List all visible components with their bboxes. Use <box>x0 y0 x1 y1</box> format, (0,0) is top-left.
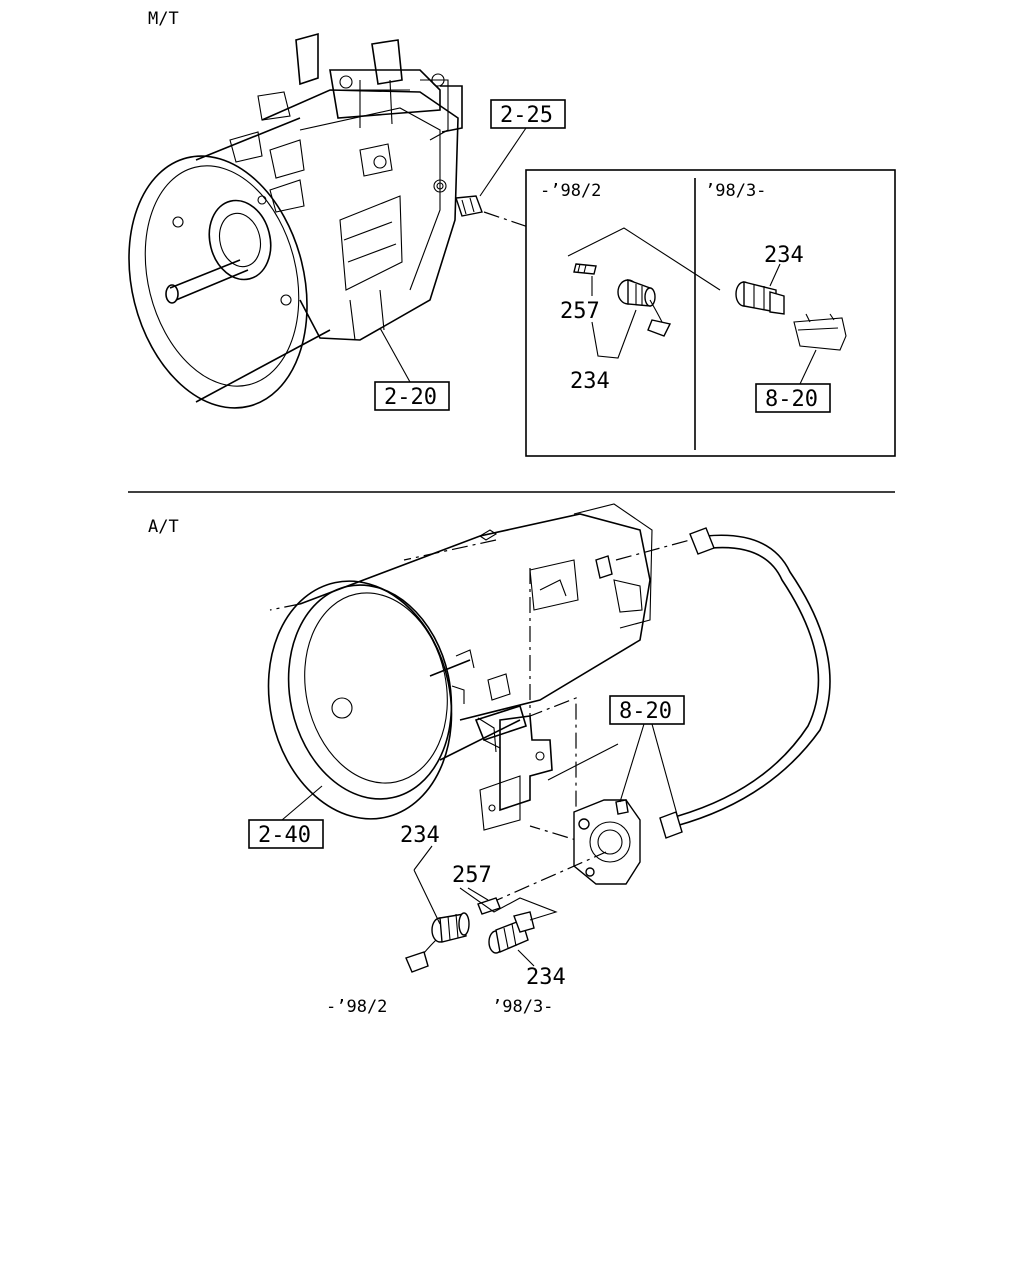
mt-part-257: 257 <box>560 299 600 324</box>
speedometer-driven-unit <box>573 799 641 885</box>
ref-2-40: 2-40 <box>258 823 311 848</box>
at-period-left: -’98/2 <box>326 997 387 1017</box>
at-part-234-left: 234 <box>400 823 440 848</box>
at-section: A/T <box>148 503 831 1017</box>
at-period-right: ’98/3- <box>492 997 553 1017</box>
sensor-clip <box>793 313 847 351</box>
automatic-transmission-drawing <box>267 503 653 831</box>
at-driven-gear-257 <box>477 897 501 915</box>
at-speed-sensor-right <box>488 911 535 954</box>
mt-part-234-left: 234 <box>570 369 610 394</box>
ref-8-20-at: 8-20 <box>619 699 672 724</box>
mt-part-234-right: 234 <box>764 243 804 268</box>
ref-8-20-mt: 8-20 <box>765 387 818 412</box>
speed-sensor-left <box>617 279 672 337</box>
at-part-234-right: 234 <box>526 965 566 990</box>
ref-2-20: 2-20 <box>384 385 437 410</box>
mt-section-title: M/T <box>148 9 179 29</box>
mt-section: M/T <box>128 9 896 457</box>
at-part-257: 257 <box>452 863 492 888</box>
at-speed-sensor-left <box>405 912 470 973</box>
mt-inset-period-left: -’98/2 <box>540 181 601 201</box>
ref-2-25: 2-25 <box>500 103 553 128</box>
at-section-title: A/T <box>148 517 179 537</box>
speed-sensor-right <box>735 281 785 315</box>
mt-inset-period-right: ’98/3- <box>705 181 766 201</box>
manual-transmission-drawing <box>128 32 463 409</box>
mt-inset-box: -’98/2 ’98/3- 257 234 <box>525 169 896 457</box>
speedometer-cable <box>595 527 831 839</box>
